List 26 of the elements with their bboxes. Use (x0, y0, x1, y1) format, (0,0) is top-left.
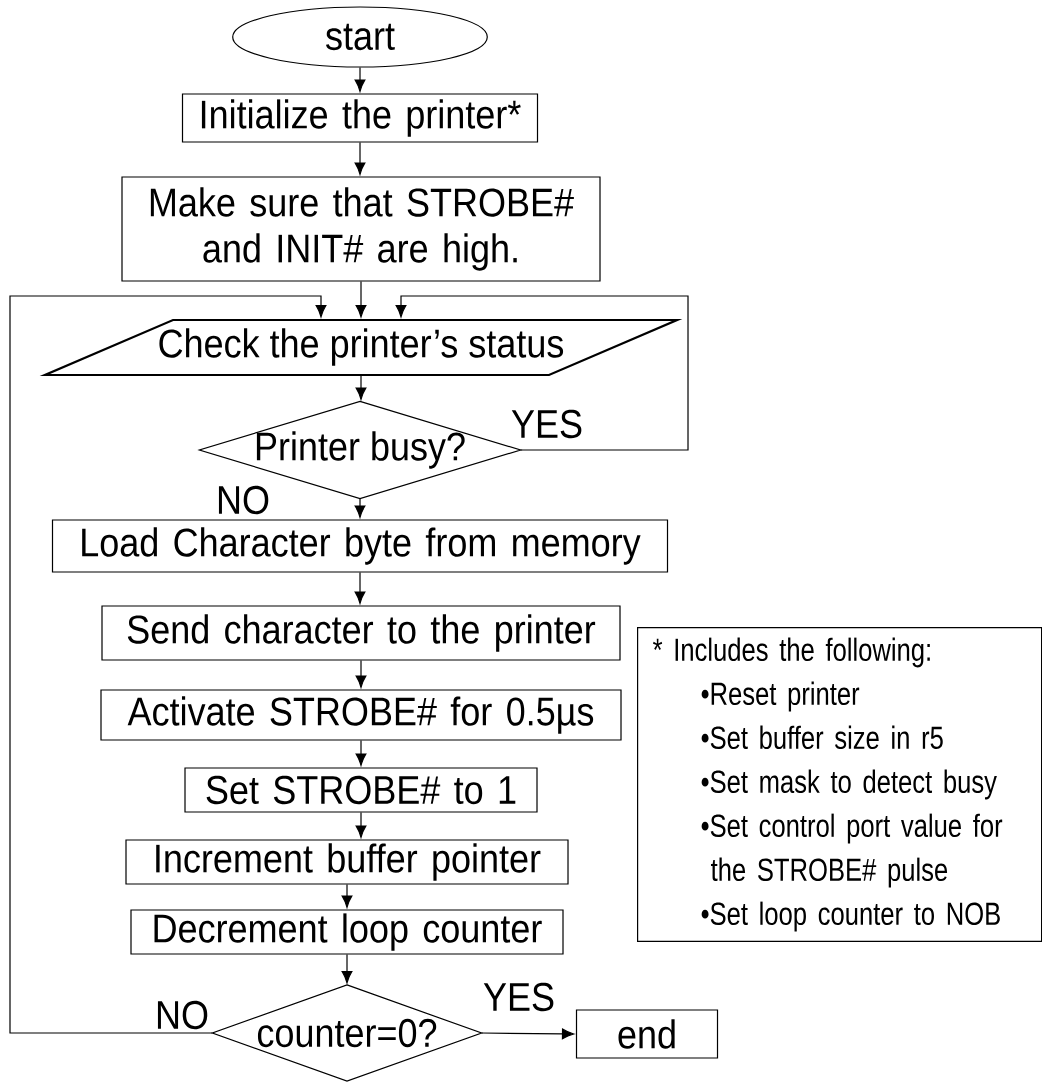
arrow (355, 740, 367, 766)
arrow (354, 67, 366, 92)
arrow (9, 295, 327, 1034)
arrow (354, 142, 366, 175)
process-box: end (575, 1009, 719, 1059)
process-box: Decrement loop counter (130, 909, 564, 955)
process-box: Make sure that STROBE# and INIT# are high. (121, 176, 601, 282)
note-box: * Includes the following: •Reset printer •Set buffer size in r5 •Set mask to detect busy •Set control port value for the STROBE# pulse •Set loop counter to NOB (637, 627, 1042, 943)
arrow (481, 1028, 575, 1040)
edge-label: YES (483, 982, 554, 1012)
arrow (355, 812, 367, 838)
arrow (341, 954, 353, 984)
arrow (341, 884, 353, 908)
process-box: Initialize the printer* (181, 93, 539, 143)
process-box: Set STROBE# to 1 (184, 767, 538, 813)
arrow (355, 281, 367, 318)
process-box: Send character to the printer (101, 605, 621, 661)
arrow (355, 660, 367, 688)
process-box: Activate STROBE# for 0.5µs (100, 689, 622, 741)
arrow (354, 498, 366, 518)
process-box: Increment buffer pointer (125, 839, 569, 885)
arrow (395, 295, 689, 451)
arrow (354, 572, 366, 604)
edge-label: NO (157, 1000, 208, 1030)
arrow (355, 374, 367, 400)
process-box: Load Character byte from memory (51, 519, 669, 573)
